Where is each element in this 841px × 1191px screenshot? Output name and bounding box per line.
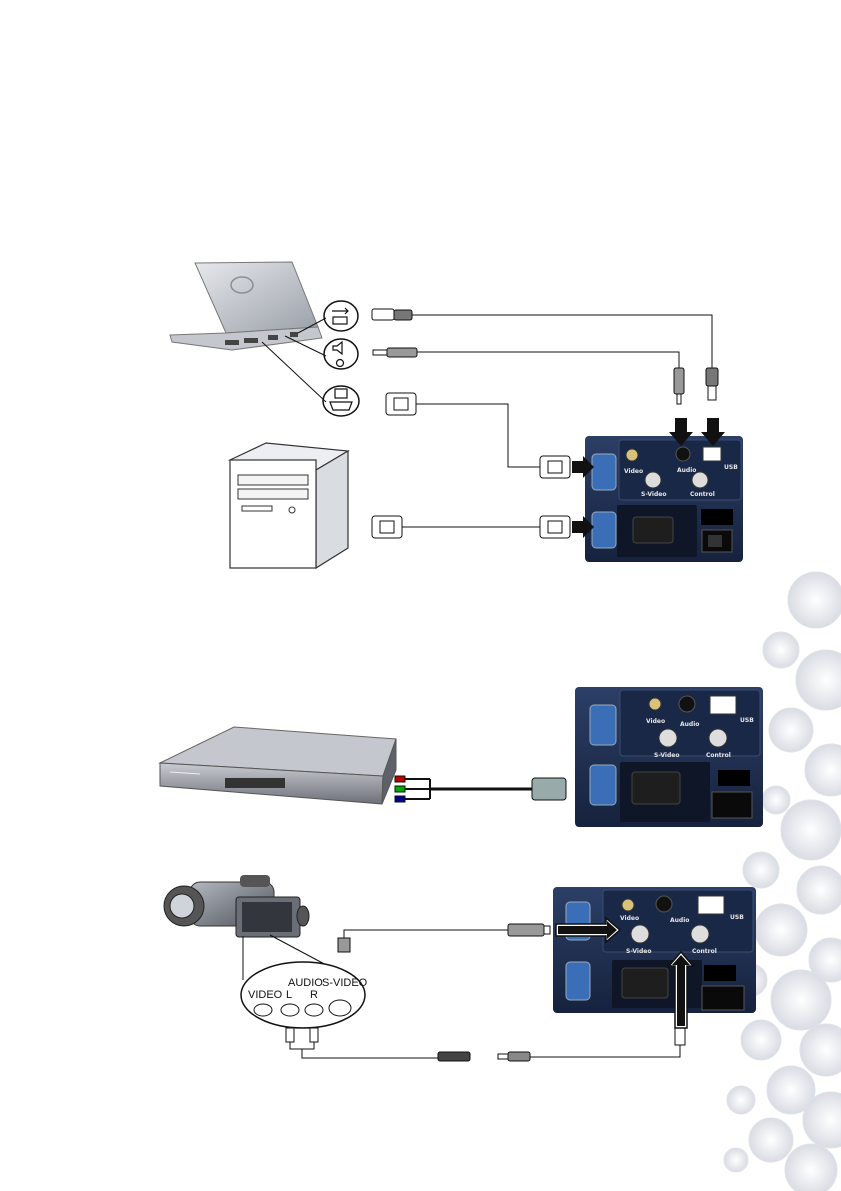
- svideo-port-label: S-VIDEO: [322, 977, 368, 989]
- panel1-usb-label: USB: [724, 464, 738, 471]
- panel3-svideo-label: S-Video: [626, 948, 651, 955]
- panel2-usb-label: USB: [740, 717, 754, 724]
- camcorder-ports-oval: VIDEO AUDIO L R S-VIDEO: [241, 962, 368, 1028]
- panel2-control-label: Control: [706, 752, 731, 759]
- panel1-svideo-label: S-Video: [641, 491, 666, 498]
- panel2-audio-label: Audio: [680, 721, 699, 728]
- projector-panel-1: Video Audio USB S-Video Control: [585, 436, 743, 562]
- panel3-control-label: Control: [692, 948, 717, 955]
- usb-port-icon-circle: [324, 301, 358, 331]
- projector-panel-2: Video Audio USB S-Video Control: [575, 687, 763, 827]
- audio-cable: [373, 348, 684, 404]
- monitor-icon: [323, 386, 359, 416]
- panel3-usb-label: USB: [730, 914, 744, 921]
- vga-cable-laptop: [386, 393, 570, 478]
- video-port-label: VIDEO: [248, 989, 283, 1001]
- panel3-audio-label: Audio: [670, 917, 689, 924]
- panel2-svideo-label: S-Video: [654, 752, 679, 759]
- dvd-player: [160, 727, 396, 804]
- speaker-icon: [324, 339, 358, 369]
- panel3-video-label: Video: [620, 915, 639, 922]
- component-cable: [395, 776, 566, 802]
- panel1-audio-label: Audio: [677, 467, 696, 474]
- panel1-video-label: Video: [624, 468, 643, 475]
- vga-cable-desktop: [372, 516, 570, 538]
- desktop-pc: [230, 443, 348, 568]
- audio-right-label: R: [310, 989, 318, 1001]
- camcorder: [164, 875, 309, 937]
- laptop: [170, 262, 322, 350]
- audio-left-label: L: [286, 989, 292, 1001]
- panel1-control-label: Control: [690, 491, 715, 498]
- svideo-cable: [338, 924, 550, 952]
- audio-port-label: AUDIO: [288, 977, 323, 989]
- rca-audio-cable: [286, 1028, 685, 1061]
- projector-panel-3: Video Audio USB S-Video Control: [553, 887, 756, 1013]
- usb-cable: [372, 309, 718, 400]
- panel2-video-label: Video: [646, 718, 665, 725]
